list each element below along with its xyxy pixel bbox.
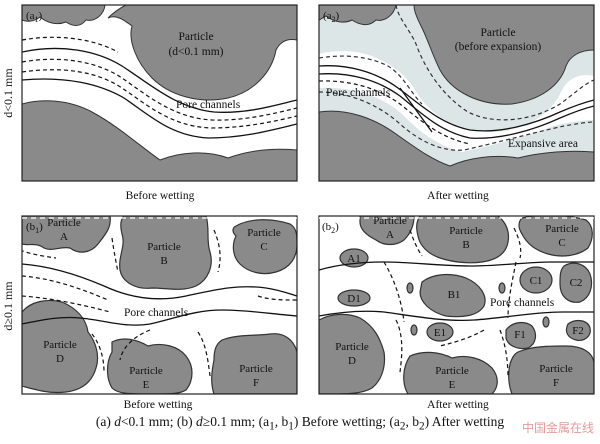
particle-f-letter-b2: F (553, 377, 559, 389)
particle-top-left (22, 5, 106, 26)
fragment-c1 (519, 266, 553, 294)
particle-a-letter-b2: A (386, 229, 394, 241)
panel-a2: (a2) Particle (before expansion) Pore ch… (318, 4, 595, 182)
particle-e-label-b2: Particle (435, 365, 469, 377)
caption-b2: After wetting (427, 399, 489, 411)
particle-c-letter-b2: C (558, 237, 565, 249)
pore-label-b2: Pore channels (490, 297, 555, 309)
watermark: 中国金属在线 (521, 421, 594, 435)
particle-e-b1 (106, 338, 193, 394)
particle-d-letter-b2: D (348, 355, 356, 367)
particle-a-label-b2: Particle (373, 215, 407, 227)
particle-b-label-b2: Particle (449, 225, 483, 237)
particle-label-a2: Particle (480, 27, 515, 39)
fragment-d1 (337, 289, 371, 307)
particle-a-b1 (22, 216, 111, 253)
particle-bottom-a2 (319, 110, 594, 181)
particle-f-letter-b1: F (253, 377, 259, 389)
particle-bottom (22, 100, 297, 181)
panel-tag-b1: (b1) (26, 221, 43, 235)
particle-sub-a2: (before expansion) (455, 41, 542, 53)
row-label-top: d<0.1 mm (1, 68, 15, 118)
grain-3 (410, 324, 418, 336)
pore-label-a2: Pore channels (326, 87, 391, 99)
caption-a2: After wetting (427, 190, 489, 202)
grain-1 (406, 282, 414, 294)
fragment-a1-label: A1 (347, 253, 360, 265)
particle-top-left-a2 (319, 5, 397, 26)
particle-d-label-b1: Particle (43, 339, 77, 351)
fragment-c2-label: C2 (570, 277, 583, 289)
particle-b-b2 (416, 216, 510, 264)
particle-a-letter-b1: A (60, 231, 68, 243)
svg-text:d≥0.1 mm: d≥0.1 mm (1, 281, 15, 331)
caption-a1: Before wetting (126, 190, 195, 202)
fragment-b1-label: B1 (448, 289, 461, 301)
fragment-e1 (426, 322, 454, 342)
expansive-label-a2: Expansive area (508, 138, 578, 150)
particle-c-b1 (232, 219, 297, 275)
particle-c-label-b2: Particle (545, 223, 579, 235)
fragment-f2 (565, 319, 591, 341)
fragment-d1-label: D1 (347, 293, 360, 305)
svg-text:d<0.1 mm: d<0.1 mm (1, 68, 15, 118)
fragment-f2-label: F2 (572, 325, 584, 337)
panel-b2: (b2) Particle A Particle B Particle C Pa… (318, 215, 595, 395)
panel-tag-a2: (a2) (323, 10, 340, 24)
pore-label-b1: Pore channels (124, 307, 189, 319)
particle-f-label-b2: Particle (539, 363, 573, 375)
fragment-f1-label: F1 (514, 329, 526, 341)
particle-c-letter-b1: C (260, 241, 267, 253)
particle-b-label-b1: Particle (147, 241, 181, 253)
particle-e-b2 (403, 351, 498, 394)
row-label-bottom: d≥0.1 mm (1, 281, 15, 331)
particle-d-b1 (22, 299, 99, 394)
grain-4 (542, 316, 550, 328)
fragment-e1-label: E1 (434, 327, 446, 339)
figure-caption: (a) d<0.1 mm; (b) d≥0.1 mm; (a1, b1) Bef… (95, 414, 505, 433)
particle-size-a1: (d<0.1 mm) (168, 46, 223, 58)
panel-a1: (a1) Particle (d<0.1 mm) Pore channels (21, 4, 298, 182)
particle-large-a2 (413, 5, 594, 105)
particle-c-label-b1: Particle (247, 227, 281, 239)
particle-b-letter-b1: B (160, 255, 167, 267)
panel-tag-b2: (b2) (322, 221, 339, 235)
particle-e-letter-b2: E (449, 379, 456, 391)
fragment-c1-label: C1 (530, 275, 543, 287)
particle-e-label-b1: Particle (129, 365, 163, 377)
particle-b-b1 (119, 216, 212, 290)
fragment-f1 (505, 321, 537, 350)
fragment-c2 (559, 262, 593, 303)
particle-f-b2 (508, 345, 594, 394)
particle-f-label-b1: Particle (239, 363, 273, 375)
particle-d-label-b2: Particle (335, 341, 369, 353)
pore-label-a1: Pore channels (176, 99, 241, 111)
particle-d-b2 (319, 313, 386, 394)
grain-2 (498, 282, 506, 294)
caption-b1: Before wetting (124, 399, 193, 411)
panel-tag-a1: (a1) (26, 10, 43, 24)
particle-b-letter-b2: B (462, 239, 469, 251)
particle-e-letter-b1: E (143, 379, 150, 391)
particle-a-label-b1: Particle (47, 217, 81, 229)
particle-large-top (107, 5, 297, 101)
particle-f-b1 (211, 333, 297, 394)
panel-b1: (b1) Particle A Particle B Particle C Pa… (21, 215, 298, 395)
particle-d-letter-b1: D (56, 353, 64, 365)
particle-a-b2 (359, 216, 415, 246)
fragment-b1 (419, 273, 486, 318)
particle-label-a1: Particle (178, 31, 213, 43)
